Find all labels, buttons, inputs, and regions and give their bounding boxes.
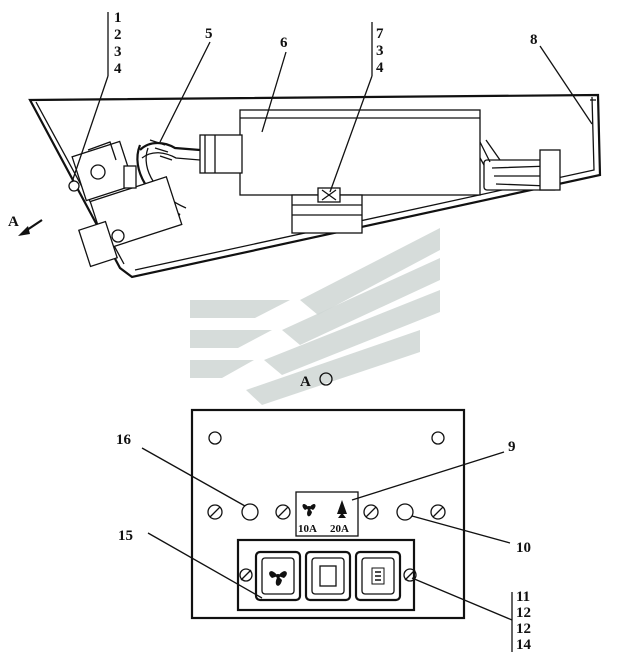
callout-1: 1 — [114, 10, 122, 26]
control-panel: 10A 20A — [141, 408, 513, 652]
screw — [363, 504, 379, 520]
callout-16: 16 — [116, 432, 132, 448]
callout-8: 8 — [530, 32, 538, 48]
heater-switch[interactable] — [354, 550, 402, 602]
view-a-marker: A — [300, 372, 333, 390]
screw — [207, 504, 223, 520]
callout-2: 2 — [114, 27, 122, 43]
callout-6: 6 — [280, 35, 288, 51]
fuse-label-plate: 10A 20A — [295, 491, 359, 537]
fan-icon — [302, 504, 316, 517]
callout-3: 3 — [114, 44, 122, 60]
switch-assembly — [68, 140, 183, 268]
screw — [430, 504, 446, 520]
callout-14: 14 — [516, 637, 532, 653]
view-arrow-label: A — [8, 214, 19, 230]
watermark-logo — [190, 228, 440, 405]
fan-icon — [269, 571, 287, 586]
center-switch[interactable] — [304, 550, 352, 602]
callout-11: 11 — [516, 589, 530, 605]
callout-15: 15 — [118, 528, 133, 544]
main-unit-box — [199, 109, 481, 196]
heater-icon — [371, 567, 385, 585]
callout-3b: 3 — [376, 43, 384, 59]
square-button-icon — [319, 565, 337, 587]
fuse-left-rating: 10A — [298, 523, 317, 535]
view-arrow-a: A — [8, 214, 43, 236]
callout-12b: 12 — [516, 621, 531, 637]
callout-7: 7 — [376, 26, 384, 42]
view-marker-label: A — [300, 374, 311, 390]
callout-4b: 4 — [376, 60, 384, 76]
switch-block — [236, 538, 417, 612]
screw — [275, 504, 291, 520]
fuse-holder-left — [241, 503, 259, 521]
housing-side-view: A — [8, 12, 602, 279]
fan-switch[interactable] — [254, 550, 302, 602]
callout-5: 5 — [205, 26, 213, 42]
callout-9: 9 — [508, 439, 516, 455]
cable-clamp — [469, 137, 561, 191]
mounting-bracket — [291, 187, 363, 234]
callout-12: 12 — [516, 605, 531, 621]
fuse-holder-right — [396, 503, 414, 521]
fuse-right-rating: 20A — [330, 523, 349, 535]
callout-10: 10 — [516, 540, 531, 556]
lamp-icon — [337, 500, 347, 518]
callout-4: 4 — [114, 61, 122, 77]
